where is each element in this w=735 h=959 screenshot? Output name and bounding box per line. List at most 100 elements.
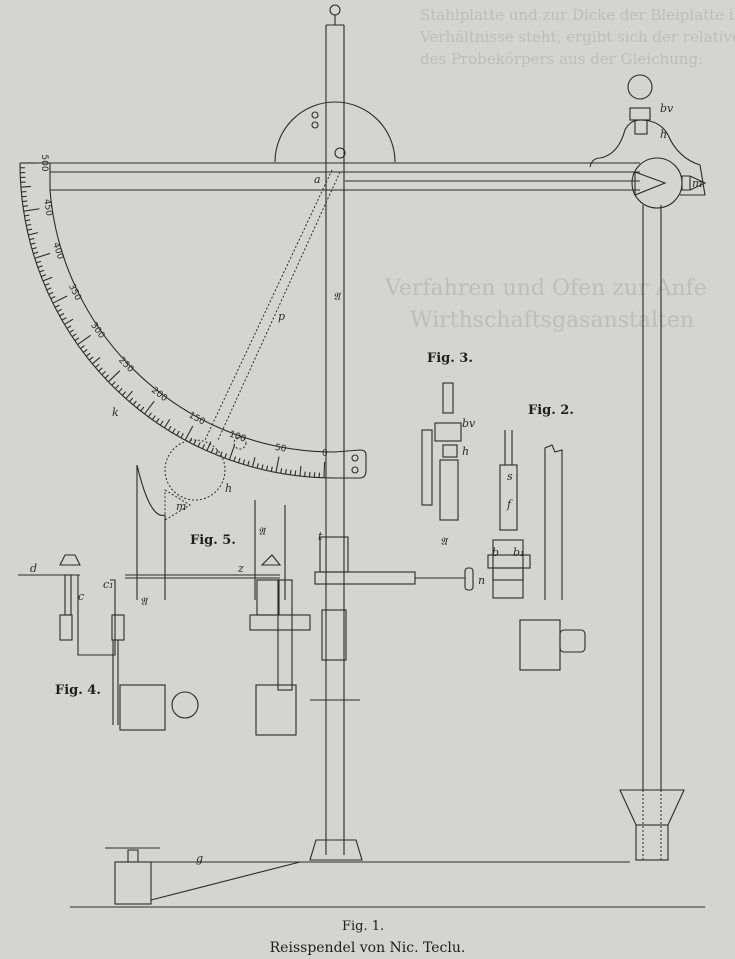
scale-tick — [42, 276, 53, 282]
scale-tick — [224, 453, 228, 459]
scale-tick — [299, 466, 302, 477]
scale-tick — [180, 433, 184, 439]
letter-a: a — [314, 173, 321, 186]
scale-tick — [40, 274, 47, 278]
letter-g: g — [196, 852, 203, 865]
scale-tick — [284, 469, 287, 475]
scale-tick — [33, 251, 39, 255]
scale-tick — [114, 384, 120, 390]
letter-h: h — [462, 445, 469, 458]
scale-tick — [261, 464, 264, 470]
svg-text:Stahlplatte und zur Dicke der: Stahlplatte und zur Dicke der Bleiplatte… — [420, 6, 735, 24]
letter-d: d — [30, 562, 37, 575]
svg-text:Verhältnisse steht, ergibt sic: Verhältnisse steht, ergibt sich der rela… — [419, 28, 735, 46]
letter-t: t — [318, 530, 323, 543]
scale-tick — [129, 397, 134, 403]
scale-tick-label: 450 — [41, 198, 54, 217]
letter-A: 𝔄 — [440, 535, 449, 548]
letter-p: p — [278, 310, 285, 323]
scale-tick — [265, 465, 269, 471]
scale-tick — [61, 317, 67, 321]
scale-tick — [24, 214, 30, 217]
scale-tick — [215, 449, 219, 455]
scale-tick — [77, 334, 91, 346]
scale-tick — [36, 260, 42, 264]
scale-tick — [275, 456, 280, 473]
letter-b: b — [492, 546, 499, 559]
scale-tick — [48, 291, 54, 295]
scale-tick — [85, 352, 91, 357]
scale-tick — [98, 367, 103, 372]
scale-tick — [69, 329, 75, 333]
letter-h: h — [225, 482, 232, 495]
scale-tick — [184, 425, 194, 441]
scale-tick-label: 350 — [66, 282, 83, 302]
scale-tick — [22, 205, 29, 207]
scale-tick — [159, 420, 164, 426]
scale-tick — [22, 200, 28, 203]
scale-tick — [21, 195, 27, 198]
scale-tick-label: 500 — [39, 154, 49, 171]
letter-k: k — [112, 406, 119, 419]
scale-tick — [294, 470, 297, 476]
letter-f: f — [506, 498, 513, 511]
fig4-label: Fig. 4. — [55, 683, 101, 698]
fig5-drawing — [125, 464, 311, 736]
letter-s: s — [507, 470, 513, 483]
scale-tick — [88, 356, 94, 361]
fig2-label: Fig. 2. — [528, 403, 574, 418]
scale-tick — [323, 461, 326, 478]
scale-tick — [197, 441, 201, 447]
scale-tick — [172, 428, 176, 434]
scale-tick-label: 400 — [50, 241, 65, 261]
svg-text:des Probekörpers aus der Gleic: des Probekörpers aus der Gleichung: — [420, 50, 703, 68]
scale-tick — [125, 390, 133, 399]
scale-tick — [228, 444, 236, 460]
scale-tick — [136, 403, 141, 409]
letter-A: 𝔄 — [140, 595, 149, 608]
scale-tick — [52, 295, 68, 304]
scale-tick — [280, 468, 283, 474]
base — [70, 847, 705, 908]
letter-c1: c₁ — [103, 578, 114, 591]
fig1-label: Fig. 1. — [342, 919, 384, 934]
scale-tick — [104, 374, 110, 379]
scale-tick — [95, 363, 100, 368]
part-letters: a 𝔄 𝔄 𝔄 𝔄 p k h t n m m g bv bv h h b b₁… — [30, 102, 702, 865]
letter-A: 𝔄 — [258, 525, 267, 538]
scale-tick — [66, 325, 72, 329]
scale-tick-label: 200 — [149, 386, 169, 405]
svg-text:Wirthschaftsgasanstalten: Wirthschaftsgasanstalten — [410, 308, 694, 333]
scale-tick — [201, 443, 206, 449]
scale-tick-label: 0 — [322, 449, 328, 459]
fig2-drawing — [487, 430, 586, 671]
scale-tick — [39, 269, 45, 273]
scale-tick — [54, 304, 60, 308]
scale-tick — [256, 463, 259, 469]
scale-tick — [233, 456, 237, 462]
letter-bv: bv — [660, 102, 674, 115]
scale-tick — [37, 265, 43, 268]
scale-tick — [132, 400, 137, 406]
scale-tick — [163, 419, 171, 429]
letter-z: z — [237, 562, 244, 575]
scale-tick — [59, 312, 65, 317]
scale-tick — [155, 417, 160, 423]
fig3-label: Fig. 3. — [427, 351, 473, 366]
scale-tick — [270, 466, 273, 472]
scale-tick — [27, 228, 33, 231]
scale-tick — [237, 457, 241, 464]
main-pole — [274, 4, 396, 861]
figure-caption: Reisspendel von Nic. Teclu. — [269, 940, 466, 956]
protractor-semicircle — [274, 101, 396, 163]
letter-h: h — [660, 128, 667, 141]
scale-tick — [176, 430, 180, 436]
scale-tick — [206, 441, 212, 451]
scale-tick — [111, 381, 116, 386]
right-apparatus — [589, 74, 707, 861]
bleed-through-text: Stahlplatte und zur Dicke der Bleiplatte… — [384, 6, 735, 333]
scale-tick — [50, 296, 56, 300]
